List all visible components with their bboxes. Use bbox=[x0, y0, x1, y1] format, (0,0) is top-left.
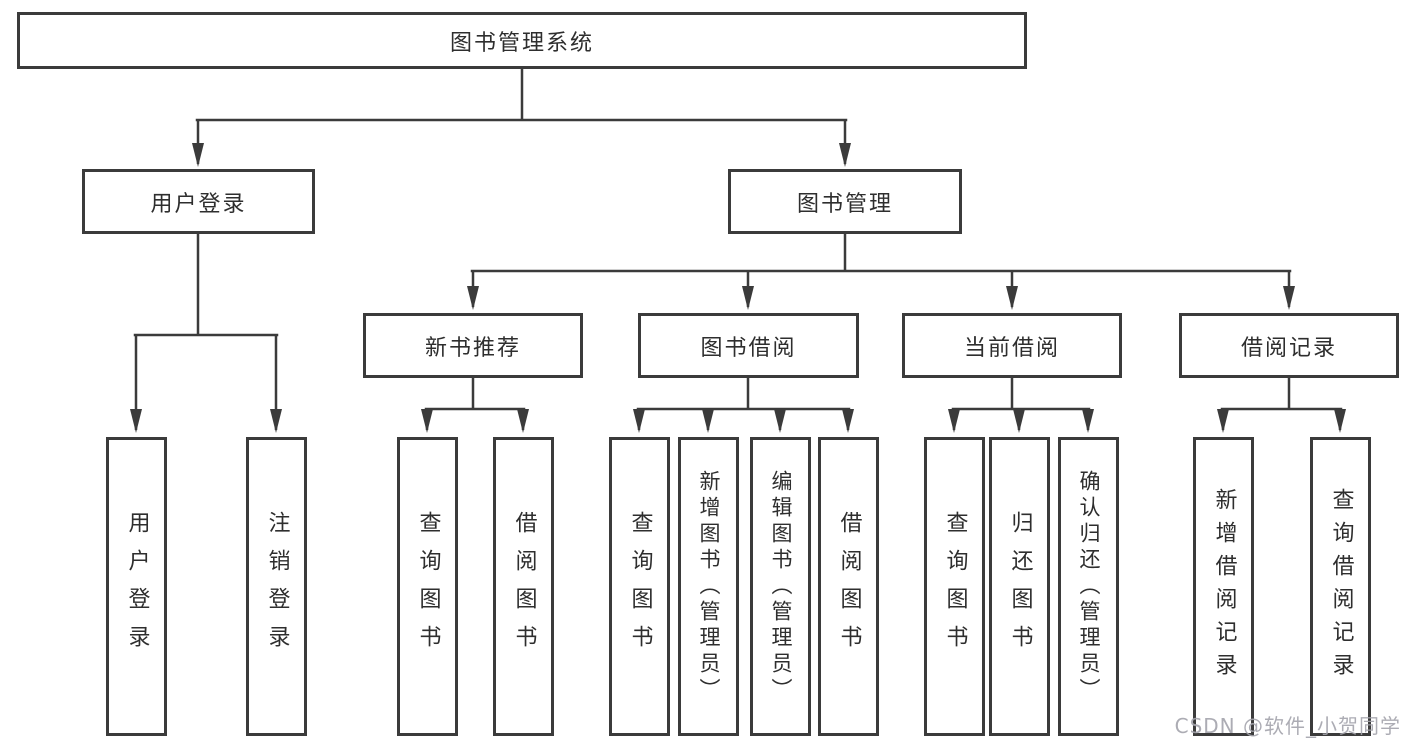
node-system-root: 图书管理系统 bbox=[17, 12, 1027, 69]
node-label-leaf-return-book: 归还图书 bbox=[1007, 510, 1033, 663]
node-user-login: 用户登录 bbox=[82, 169, 315, 234]
node-label-leaf-borrow-book-recommend: 借阅图书 bbox=[511, 510, 537, 663]
node-label-leaf-confirm-return-admin: 确认归还（管理员） bbox=[1077, 469, 1101, 704]
node-leaf-query-book-current: 查询图书 bbox=[924, 437, 985, 736]
node-leaf-borrow-book-borrow: 借阅图书 bbox=[818, 437, 879, 736]
node-label-system-root: 图书管理系统 bbox=[449, 30, 594, 56]
node-label-leaf-query-book-recommend: 查询图书 bbox=[415, 510, 441, 663]
node-label-leaf-borrow-book-borrow: 借阅图书 bbox=[836, 510, 862, 663]
watermark: CSDN @软件_小贺同学 bbox=[1174, 714, 1401, 738]
node-label-borrowing-records: 借阅记录 bbox=[1240, 335, 1337, 361]
node-label-leaf-query-book-current: 查询图书 bbox=[942, 510, 968, 663]
node-new-book-recommend: 新书推荐 bbox=[363, 313, 583, 378]
node-leaf-user-login: 用户登录 bbox=[106, 437, 167, 736]
node-book-borrowing: 图书借阅 bbox=[638, 313, 859, 378]
node-label-leaf-logout: 注销登录 bbox=[264, 510, 290, 663]
node-leaf-edit-book-admin: 编辑图书（管理员） bbox=[750, 437, 811, 736]
node-label-new-book-recommend: 新书推荐 bbox=[424, 335, 521, 361]
node-label-leaf-add-borrow-record: 新增借阅记录 bbox=[1211, 487, 1237, 686]
node-label-leaf-edit-book-admin: 编辑图书（管理员） bbox=[769, 469, 793, 704]
node-label-book-management: 图书管理 bbox=[796, 191, 893, 217]
node-borrowing-records: 借阅记录 bbox=[1179, 313, 1399, 378]
node-leaf-query-borrow-record: 查询借阅记录 bbox=[1310, 437, 1371, 736]
node-label-leaf-user-login: 用户登录 bbox=[124, 510, 150, 663]
node-leaf-confirm-return-admin: 确认归还（管理员） bbox=[1058, 437, 1119, 736]
node-leaf-query-book-borrow: 查询图书 bbox=[609, 437, 670, 736]
node-label-leaf-add-book-admin: 新增图书（管理员） bbox=[697, 469, 721, 704]
node-book-management: 图书管理 bbox=[728, 169, 962, 234]
node-label-leaf-query-borrow-record: 查询借阅记录 bbox=[1328, 487, 1354, 686]
node-leaf-borrow-book-recommend: 借阅图书 bbox=[493, 437, 554, 736]
node-label-user-login: 用户登录 bbox=[150, 191, 247, 217]
node-leaf-add-book-admin: 新增图书（管理员） bbox=[678, 437, 739, 736]
node-current-borrowing: 当前借阅 bbox=[902, 313, 1122, 378]
node-label-leaf-query-book-borrow: 查询图书 bbox=[627, 510, 653, 663]
node-label-current-borrowing: 当前借阅 bbox=[963, 335, 1060, 361]
node-leaf-query-book-recommend: 查询图书 bbox=[397, 437, 458, 736]
node-leaf-logout: 注销登录 bbox=[246, 437, 307, 736]
node-label-book-borrowing: 图书借阅 bbox=[700, 335, 797, 361]
node-leaf-return-book: 归还图书 bbox=[989, 437, 1050, 736]
node-leaf-add-borrow-record: 新增借阅记录 bbox=[1193, 437, 1254, 736]
